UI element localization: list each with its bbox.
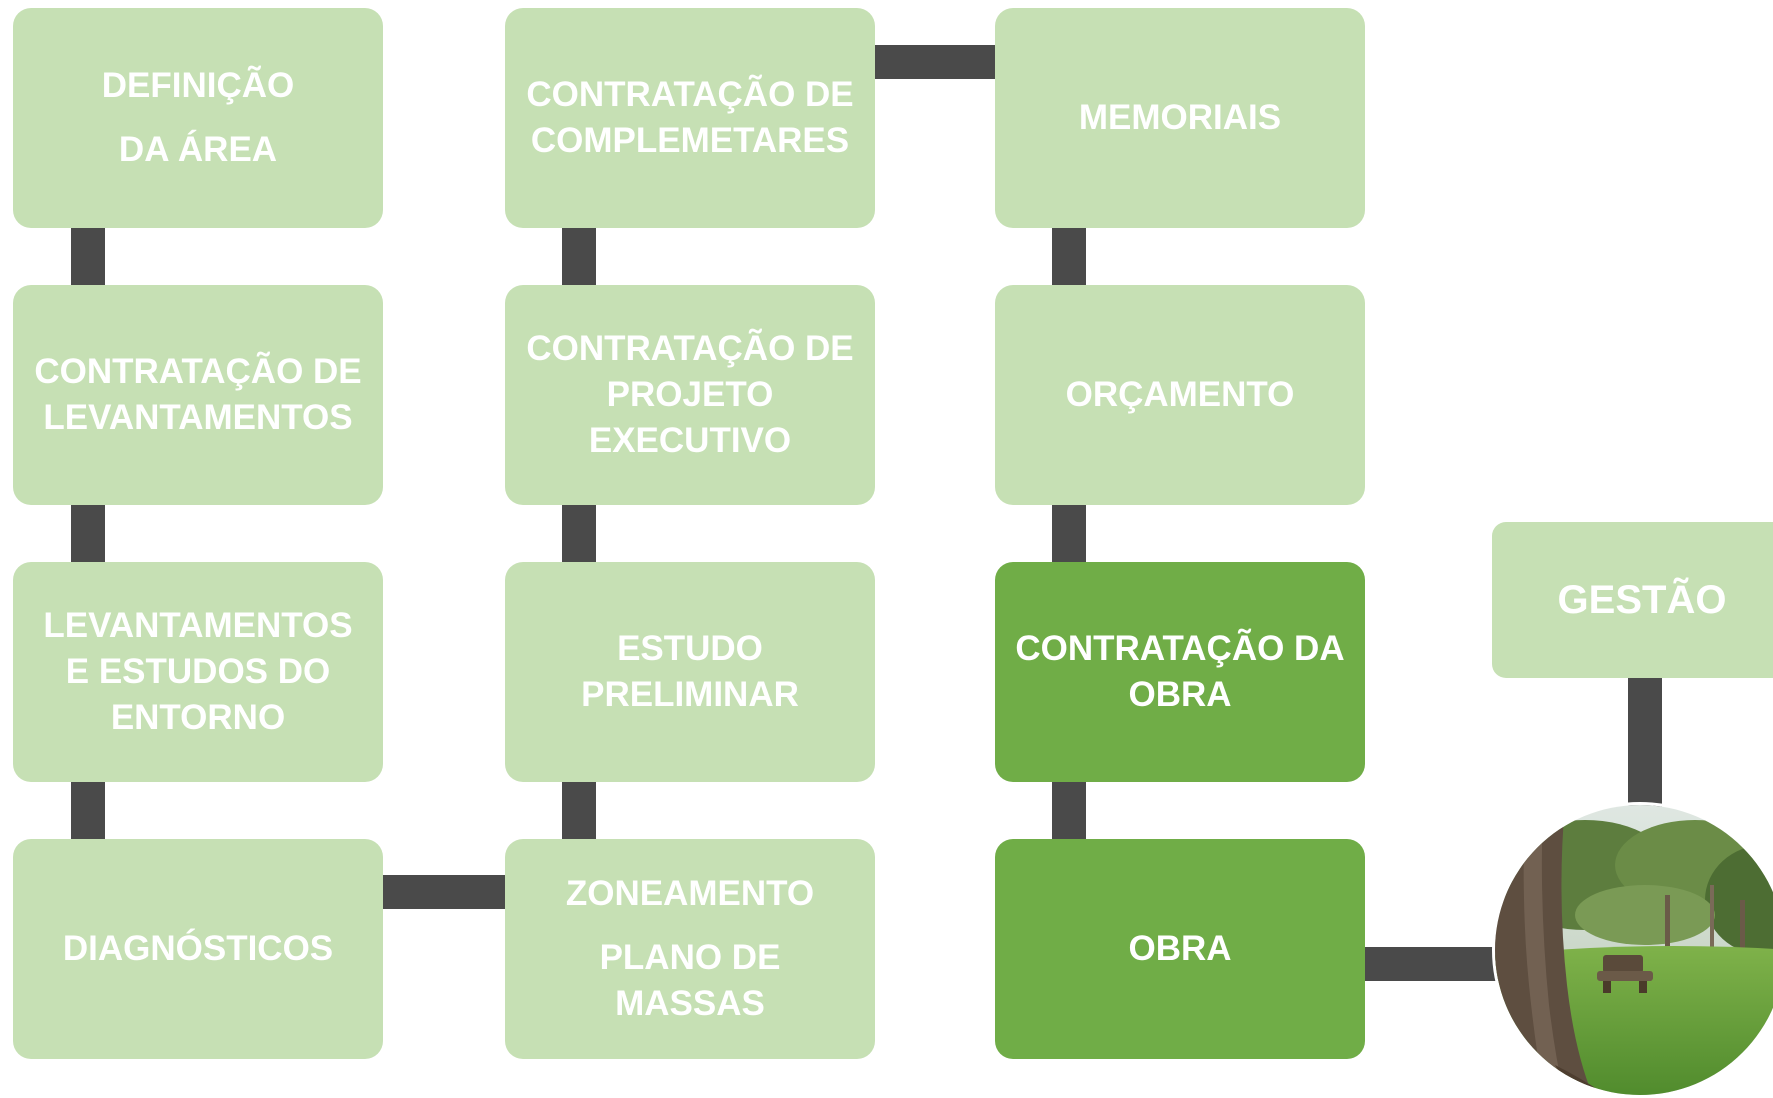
connector-complementares-to-memoriais (868, 45, 998, 79)
step-label-line: DIAGNÓSTICOS (62, 929, 334, 968)
connector-obra-to-photo (1358, 947, 1508, 981)
step-label-line: CONTRATAÇÃO DA (1015, 629, 1345, 668)
step-label-line: ORÇAMENTO (1065, 375, 1295, 414)
connector-contratacao-levantamentos-to-levantamentos (71, 502, 105, 562)
connector-definicao-to-contratacao-levantamentos (71, 225, 105, 285)
park-photo-illustration (1495, 805, 1773, 1095)
connector-estudo-preliminar-to-projeto-executivo (562, 502, 596, 562)
connector-projeto-executivo-to-complementares (562, 225, 596, 285)
step-orcamento: ORÇAMENTO (995, 285, 1365, 505)
step-label-line: DEFINIÇÃO (101, 66, 295, 105)
connector-zoneamento-to-estudo-preliminar (562, 779, 596, 839)
connector-photo-to-gestao (1628, 670, 1662, 810)
step-contratacao-obra: CONTRATAÇÃO DA OBRA (995, 562, 1365, 782)
step-contratacao-complementares: CONTRATAÇÃO DE COMPLEMETARES (505, 8, 875, 228)
step-label-line: PROJETO (606, 375, 774, 414)
step-zoneamento-plano-massas: ZONEAMENTO PLANO DE MASSAS (505, 839, 875, 1059)
step-label-line: EXECUTIVO (588, 421, 792, 460)
step-label-line: CONTRATAÇÃO DE (34, 352, 362, 391)
step-label-line: PLANO DE (599, 938, 781, 977)
step-label-line: MEMORIAIS (1078, 98, 1282, 137)
step-label-line: OBRA (1128, 675, 1232, 714)
step-label-line: OBRA (1128, 929, 1232, 968)
step-label-line: COMPLEMETARES (530, 121, 850, 160)
step-label-line: LEVANTAMENTOS (43, 606, 353, 645)
step-label-line: ESTUDO (617, 629, 763, 668)
step-label-line: ZONEAMENTO (565, 874, 815, 913)
step-label-line: CONTRATAÇÃO DE (526, 329, 854, 368)
step-definicao-area: DEFINIÇÃO DA ÁREA (13, 8, 383, 228)
step-levantamentos-estudos-entorno: LEVANTAMENTOS E ESTUDOS DO ENTORNO (13, 562, 383, 782)
step-contratacao-levantamentos: CONTRATAÇÃO DE LEVANTAMENTOS (13, 285, 383, 505)
step-obra: OBRA (995, 839, 1365, 1059)
connector-contratacao-obra-to-obra (1052, 779, 1086, 839)
step-label-line: E ESTUDOS DO (65, 652, 331, 691)
step-label-line: DA ÁREA (118, 130, 278, 169)
step-label-line: MASSAS (615, 984, 765, 1023)
connector-diagnosticos-to-zoneamento (378, 875, 508, 909)
step-label-line: CONTRATAÇÃO DE (526, 75, 854, 114)
step-label-line: GESTÃO (1557, 578, 1727, 622)
step-label-line: PRELIMINAR (581, 675, 799, 714)
step-label-line: LEVANTAMENTOS (43, 398, 353, 437)
step-diagnosticos: DIAGNÓSTICOS (13, 839, 383, 1059)
park-photo (1492, 802, 1773, 1098)
step-gestao: GESTÃO (1492, 522, 1773, 678)
connector-memoriais-to-orcamento (1052, 225, 1086, 285)
step-memoriais: MEMORIAIS (995, 8, 1365, 228)
connector-levantamentos-to-diagnosticos (71, 779, 105, 839)
connector-orcamento-to-contratacao-obra (1052, 502, 1086, 562)
step-estudo-preliminar: ESTUDO PRELIMINAR (505, 562, 875, 782)
step-contratacao-projeto-executivo: CONTRATAÇÃO DE PROJETO EXECUTIVO (505, 285, 875, 505)
step-label-line: ENTORNO (110, 698, 286, 737)
